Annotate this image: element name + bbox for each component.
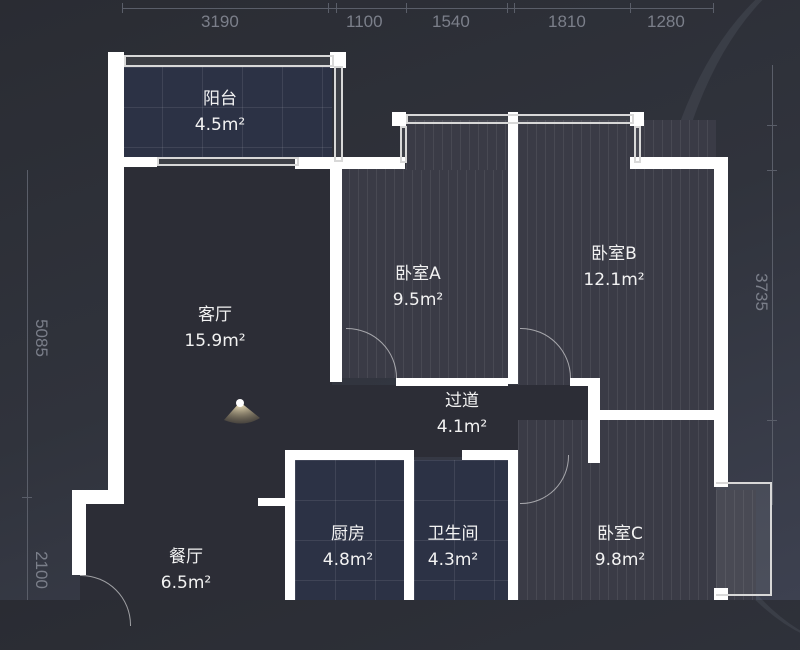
room-area: 9.8m²: [594, 550, 646, 570]
room-area: 4.5m²: [194, 115, 246, 135]
balcony-window: [124, 55, 334, 67]
room-label-living: 客厅 15.9m²: [175, 302, 255, 354]
dimension-top-4: 1810: [548, 12, 586, 31]
room-area: 4.3m²: [427, 550, 479, 570]
bedroom-a-bay: [406, 120, 508, 170]
kitchen-floor[interactable]: [295, 460, 405, 600]
bay-window-left-side: [400, 126, 407, 163]
room-area: 4.8m²: [322, 550, 374, 570]
room-name: 客厅: [198, 305, 232, 325]
room-name: 餐厅: [169, 547, 203, 567]
bedroom-a-floor[interactable]: [340, 168, 508, 378]
room-area: 15.9m²: [184, 331, 246, 351]
bedroom-bay-window: [406, 114, 634, 124]
dimension-top-1: 3190: [201, 12, 239, 31]
room-area: 9.5m²: [392, 290, 444, 310]
bay-window-right-side: [634, 126, 641, 163]
dimension-top-5: 1280: [647, 12, 685, 31]
balcony-side-window: [334, 66, 343, 162]
room-name: 卧室B: [591, 244, 637, 264]
room-label-bedroom-a: 卧室A 9.5m²: [378, 261, 458, 313]
room-area: 4.1m²: [436, 417, 488, 437]
dimension-left-1: 5085: [31, 319, 51, 357]
dimension-right-1: 3735: [751, 273, 771, 311]
room-label-kitchen: 厨房 4.8m²: [308, 521, 388, 573]
room-name: 卧室A: [395, 264, 441, 284]
bedroom-c-floor[interactable]: [518, 420, 716, 600]
room-name: 卫生间: [427, 524, 479, 544]
room-label-bedroom-c: 卧室C 9.8m²: [580, 521, 660, 573]
balcony-sliding-door[interactable]: [157, 157, 299, 166]
dimension-top-3: 1540: [432, 12, 470, 31]
room-label-balcony: 阳台 4.5m²: [180, 86, 260, 138]
room-name: 卧室C: [597, 524, 643, 544]
bathroom-floor[interactable]: [414, 460, 508, 600]
balcony-floor[interactable]: [122, 67, 332, 157]
camera-viewpoint-cone-icon[interactable]: [222, 398, 262, 428]
dimension-top-2: 1100: [346, 12, 383, 31]
bedroom-c-bay-window: [716, 482, 772, 596]
room-label-dining: 餐厅 6.5m²: [146, 544, 226, 596]
dimension-left-2: 2100: [31, 551, 51, 589]
room-area: 12.1m²: [583, 270, 645, 290]
room-label-bathroom: 卫生间 4.3m²: [413, 521, 493, 573]
room-name: 阳台: [203, 89, 237, 109]
bedroom-c-bay: [716, 490, 756, 600]
room-area: 6.5m²: [160, 573, 212, 593]
room-label-hallway: 过道 4.1m²: [422, 388, 502, 440]
room-name: 过道: [445, 391, 479, 411]
room-name: 厨房: [331, 524, 365, 544]
room-label-bedroom-b: 卧室B 12.1m²: [574, 241, 654, 293]
